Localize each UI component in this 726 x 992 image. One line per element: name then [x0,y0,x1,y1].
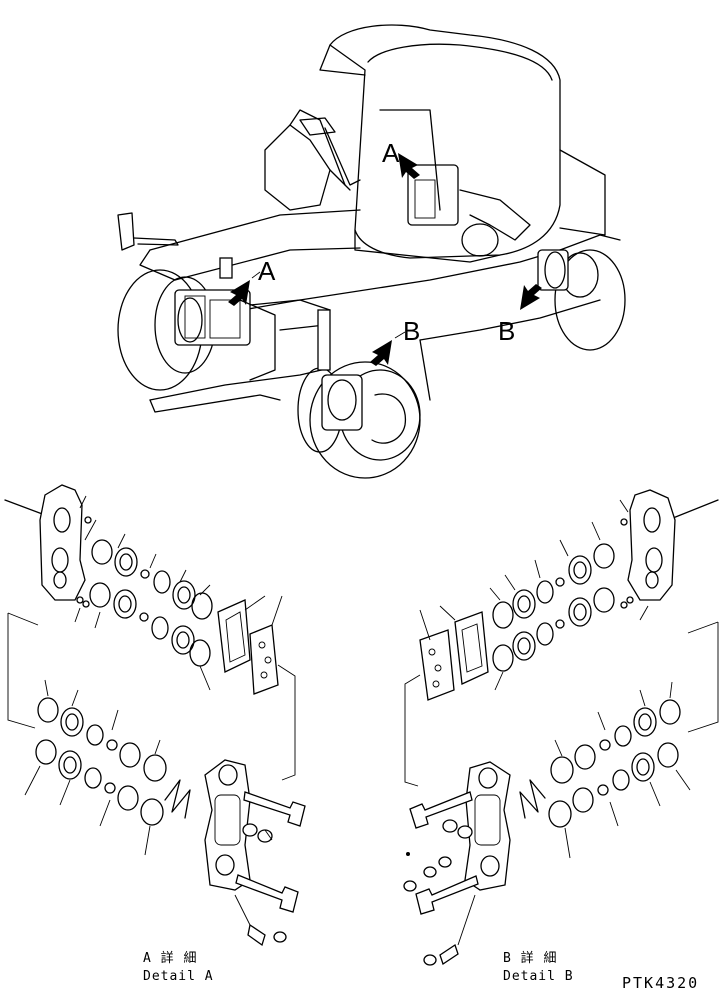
detail-b-jp: B 詳 細 [503,950,557,966]
callout-a-lower: A [258,256,276,286]
callout-b-right: B [498,316,515,346]
drawing-code: PTK4320 [622,974,699,992]
machine-overview: A A B B [117,24,626,479]
detail-a-jp: A 詳 細 [143,950,197,966]
detail-b-exploded: B 詳 細 Detail B [403,489,719,984]
callout-b-left: B [403,316,420,346]
callout-a-upper: A [382,138,400,168]
detail-b-en: Detail B [503,969,574,984]
detail-a-en: Detail A [143,969,214,984]
detail-a-exploded: A 詳 細 Detail A [4,484,306,984]
